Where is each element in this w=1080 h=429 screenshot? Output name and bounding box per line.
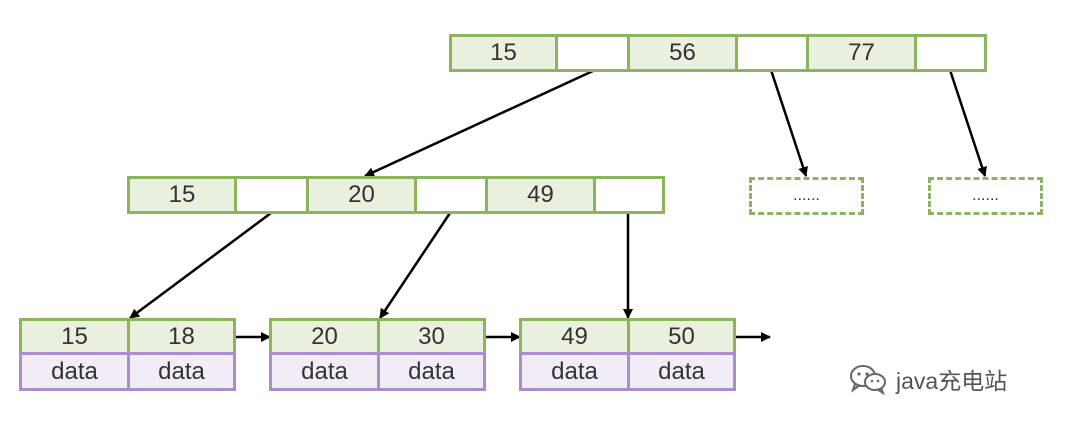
leaf-key: 18 — [127, 318, 236, 355]
internal-key: 15 — [127, 176, 237, 214]
internal-to-leaf-1-arrow — [129, 211, 272, 320]
internal-to-leaf-2-arrow — [378, 212, 452, 319]
leaf-data: data — [627, 352, 736, 391]
wechat-icon — [850, 365, 886, 395]
root-key: 77 — [806, 34, 917, 72]
leaf-data: data — [377, 352, 486, 391]
root-pointer — [735, 34, 809, 72]
watermark-text: java充电站 — [896, 368, 1008, 394]
root-to-placeholder-1-arrow — [769, 69, 808, 177]
internal-key: 20 — [306, 176, 417, 214]
leaf-key: 15 — [19, 318, 130, 355]
leaf-key: 30 — [377, 318, 486, 355]
internal-pointer — [414, 176, 488, 214]
internal-pointer — [593, 176, 665, 214]
leaf-key: 50 — [627, 318, 736, 355]
root-key: 56 — [627, 34, 738, 72]
internal-pointer — [234, 176, 309, 214]
leaf-data: data — [19, 352, 130, 391]
leaf-key: 20 — [269, 318, 380, 355]
leaf-data: data — [269, 352, 380, 391]
placeholder-node: ...... — [749, 177, 864, 215]
root-to-internal-arrow — [364, 68, 596, 178]
leaf-key: 49 — [519, 318, 630, 355]
watermark: java充电站 — [848, 362, 1007, 396]
root-to-placeholder-2-arrow — [948, 69, 987, 177]
leaf-data: data — [127, 352, 236, 391]
root-pointer — [914, 34, 987, 72]
leaf-data: data — [519, 352, 630, 391]
internal-key: 49 — [485, 176, 596, 214]
root-key: 15 — [449, 34, 558, 72]
placeholder-node: ...... — [928, 177, 1043, 215]
root-pointer — [555, 34, 630, 72]
